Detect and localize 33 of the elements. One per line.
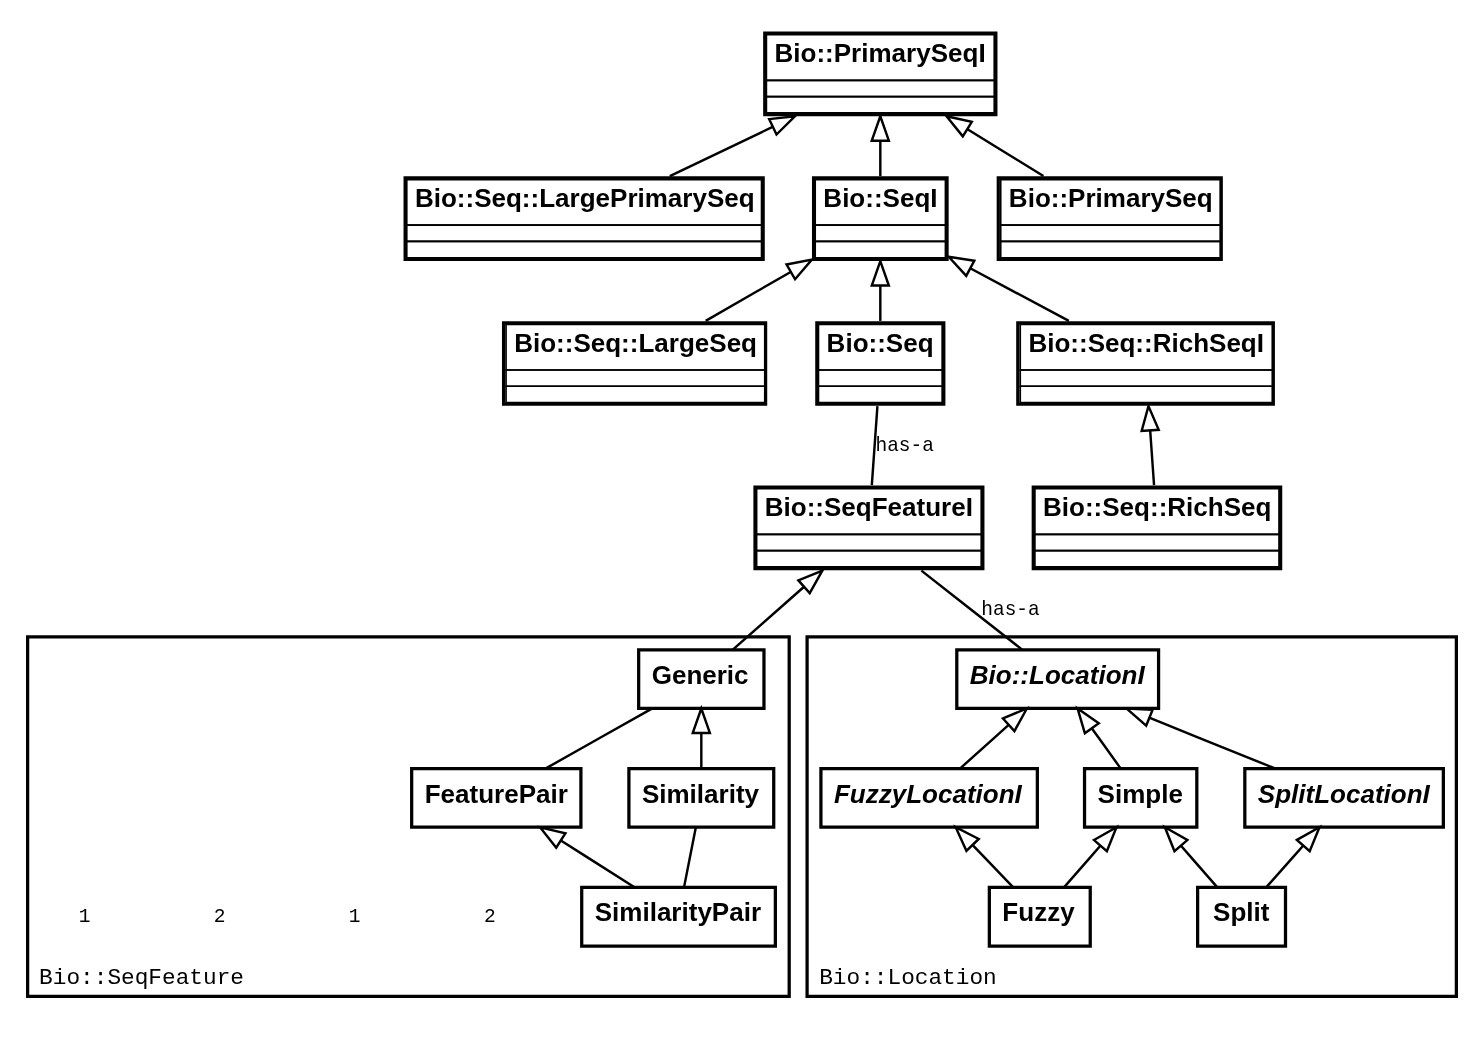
node-box: SimilarityPair bbox=[580, 885, 777, 948]
arrow bbox=[705, 257, 816, 322]
label: 1 bbox=[78, 905, 91, 928]
node-box: Fuzzy bbox=[987, 885, 1092, 948]
node-box: Bio::LocationI bbox=[955, 647, 1161, 710]
arrow bbox=[537, 824, 636, 888]
node-box: Similarity bbox=[627, 766, 776, 829]
node-box: Generic bbox=[637, 647, 766, 710]
arrow bbox=[943, 113, 1045, 177]
node-box: FuzzyLocationI bbox=[819, 766, 1039, 829]
arrow bbox=[959, 705, 1030, 769]
node-box: Split bbox=[1196, 885, 1288, 948]
edge-label: has-a bbox=[875, 434, 935, 457]
arrow bbox=[691, 704, 712, 768]
arrow bbox=[1265, 824, 1322, 888]
arrow bbox=[669, 114, 799, 177]
connector bbox=[544, 707, 653, 770]
label: 2 bbox=[483, 905, 496, 928]
arrow bbox=[1162, 824, 1219, 888]
connector bbox=[682, 826, 698, 887]
edge-label: has-a bbox=[981, 598, 1040, 621]
label: 2 bbox=[213, 905, 226, 928]
arrow bbox=[953, 824, 1014, 888]
label: 1 bbox=[348, 905, 361, 928]
node-box: FeaturePair bbox=[410, 766, 583, 829]
node-box: SplitLocationI bbox=[1243, 766, 1445, 829]
node-box: Simple bbox=[1082, 766, 1199, 829]
arrow bbox=[1063, 824, 1119, 888]
arrow bbox=[732, 567, 826, 651]
arrow bbox=[945, 254, 1070, 322]
arrow bbox=[1075, 705, 1122, 769]
connector bbox=[870, 405, 879, 485]
connector bbox=[920, 569, 1023, 651]
